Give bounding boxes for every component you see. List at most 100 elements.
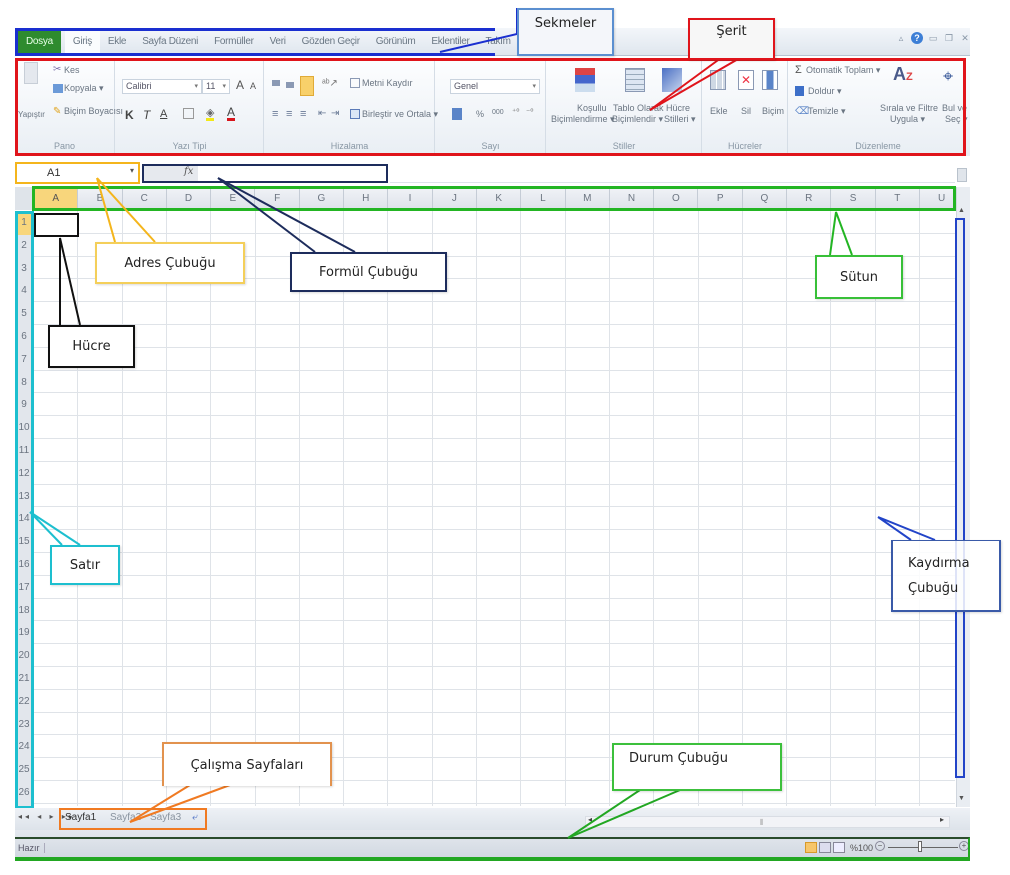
column-header-l[interactable]: L — [521, 188, 566, 209]
restore-icon[interactable]: ❐ — [944, 33, 954, 43]
row-header-22[interactable]: 22 — [18, 695, 30, 707]
column-header-o[interactable]: O — [654, 188, 699, 209]
clear-button[interactable]: Temizle ▾ — [808, 106, 846, 116]
column-header-j[interactable]: J — [433, 188, 477, 209]
cell-styles-label-2[interactable]: Stilleri ▾ — [664, 114, 696, 124]
name-box-dropdown-icon[interactable]: ▾ — [130, 166, 135, 175]
tab-page-layout[interactable]: Sayfa Düzeni — [142, 36, 199, 47]
format-painter-button[interactable]: Biçim Boyacısı — [64, 106, 124, 116]
tab-home[interactable]: Giriş — [64, 31, 100, 53]
formula-bar[interactable]: fx — [142, 164, 388, 183]
font-name-combo[interactable]: Calibri ▾ — [122, 79, 202, 94]
scroll-up-arrow-icon[interactable]: ▲ — [958, 207, 965, 214]
new-sheet-button[interactable]: ⤶ — [192, 812, 198, 823]
orientation-icon[interactable]: ᵃᵇ↗ — [322, 78, 338, 89]
paste-button[interactable]: Yapıştır — [18, 110, 45, 119]
font-color-icon[interactable]: A — [227, 105, 236, 121]
insert-function-button[interactable]: fx — [184, 166, 194, 177]
sort-filter-label-1[interactable]: Sırala ve Filtre — [880, 103, 939, 113]
row-header-20[interactable]: 20 — [18, 650, 30, 662]
column-header-i[interactable]: I — [388, 188, 433, 209]
cell-styles-label-1[interactable]: Hücre — [666, 103, 691, 113]
row-header-8[interactable]: 8 — [21, 376, 27, 388]
number-format-combo[interactable]: Genel ▾ — [450, 79, 540, 94]
minimize-ribbon-icon[interactable]: ▵ — [898, 33, 904, 43]
percent-button[interactable]: % — [476, 109, 485, 119]
column-header-c[interactable]: C — [123, 188, 167, 209]
align-left-icon[interactable]: ≡ — [272, 108, 279, 120]
row-header-21[interactable]: 21 — [18, 673, 30, 684]
align-bottom-icon[interactable] — [300, 76, 314, 96]
row-header-1[interactable]: 1 — [15, 212, 33, 235]
find-select-label-2[interactable]: Seç ▾ — [945, 114, 968, 124]
page-break-view-button[interactable] — [833, 842, 845, 853]
format-cells-button[interactable]: Biçim — [762, 106, 784, 116]
row-header-24[interactable]: 24 — [18, 741, 30, 753]
column-header-k[interactable]: K — [477, 188, 522, 209]
sheet-tab-sayfa1[interactable]: Sayfa1 — [65, 812, 97, 823]
borders-icon[interactable] — [183, 108, 194, 119]
fill-color-icon[interactable]: ◈ — [206, 107, 215, 121]
paste-icon[interactable] — [24, 62, 38, 84]
row-header-9[interactable]: 9 — [21, 399, 27, 411]
vertical-scrollbar[interactable] — [956, 187, 970, 807]
row-header-25[interactable]: 25 — [18, 764, 30, 776]
align-middle-icon[interactable] — [286, 82, 294, 88]
merge-center-button[interactable]: Birleştir ve Ortala ▾ — [362, 109, 439, 119]
column-header-s[interactable]: S — [831, 188, 876, 209]
page-layout-view-button[interactable] — [819, 842, 831, 853]
column-header-m[interactable]: M — [566, 188, 610, 209]
sort-filter-label-2[interactable]: Uygula ▾ — [890, 114, 926, 124]
conditional-formatting-label-2[interactable]: Biçimlendirme ▾ — [551, 114, 615, 124]
row-header-3[interactable]: 3 — [21, 262, 27, 274]
zoom-level[interactable]: %100 — [850, 843, 874, 853]
column-header-q[interactable]: Q — [743, 188, 788, 209]
formula-input-area[interactable] — [390, 164, 955, 183]
close-icon[interactable]: ✕ — [961, 33, 969, 43]
column-header-h[interactable]: H — [344, 188, 389, 209]
fill-button[interactable]: Doldur ▾ — [808, 86, 842, 96]
delete-cells-button[interactable]: Sil — [741, 106, 752, 116]
column-header-f[interactable]: F — [256, 188, 300, 209]
format-as-table-label-2[interactable]: Biçimlendir ▾ — [612, 114, 664, 124]
column-header-t[interactable]: T — [876, 188, 920, 209]
italic-button[interactable]: T — [143, 108, 151, 122]
wrap-text-button[interactable]: Metni Kaydır — [362, 78, 413, 88]
tab-review[interactable]: Gözden Geçir — [301, 36, 360, 47]
column-header-g[interactable]: G — [300, 188, 345, 209]
column-header-n[interactable]: N — [610, 188, 655, 209]
column-header-e[interactable]: E — [211, 188, 256, 209]
help-icon[interactable]: ? — [911, 32, 923, 44]
sheet-tab-sayfa3[interactable]: Sayfa3 — [150, 812, 182, 823]
tab-insert[interactable]: Ekle — [107, 36, 127, 47]
zoom-out-button[interactable]: − — [875, 841, 885, 851]
autosum-button[interactable]: Otomatik Toplam ▾ — [806, 65, 881, 75]
insert-cells-button[interactable]: Ekle — [710, 106, 728, 116]
row-header-11[interactable]: 11 — [18, 445, 30, 456]
expand-formula-bar-button[interactable] — [957, 168, 967, 182]
align-center-icon[interactable]: ≡ — [286, 108, 293, 120]
decrease-decimal-icon[interactable]: ⁻⁰ — [526, 107, 534, 116]
minimize-icon[interactable]: ▭ — [928, 33, 938, 43]
cut-button[interactable]: Kes — [64, 65, 80, 75]
align-right-icon[interactable]: ≡ — [300, 108, 307, 120]
find-select-label-1[interactable]: Bul ve — [942, 103, 968, 113]
tab-data[interactable]: Veri — [269, 36, 286, 47]
row-header-26[interactable]: 26 — [18, 787, 30, 798]
row-header-17[interactable]: 17 — [18, 581, 30, 593]
worksheet-grid[interactable] — [33, 211, 955, 806]
row-header-6[interactable]: 6 — [21, 331, 27, 342]
row-header-13[interactable]: 13 — [18, 490, 30, 502]
row-header-15[interactable]: 15 — [18, 536, 30, 548]
underline-button[interactable]: A — [160, 108, 168, 120]
column-header-p[interactable]: P — [699, 188, 743, 209]
font-size-combo[interactable]: 11 ▾ — [202, 79, 230, 94]
column-header-r[interactable]: R — [787, 188, 832, 209]
row-header-19[interactable]: 19 — [18, 627, 30, 639]
row-header-4[interactable]: 4 — [21, 285, 27, 297]
conditional-formatting-label-1[interactable]: Koşullu — [577, 103, 607, 113]
sheet-tab-sayfa2[interactable]: Sayfa2 — [110, 812, 142, 823]
align-top-icon[interactable] — [272, 80, 280, 86]
comma-button[interactable]: 000 — [492, 109, 504, 116]
currency-icon[interactable] — [452, 108, 462, 120]
